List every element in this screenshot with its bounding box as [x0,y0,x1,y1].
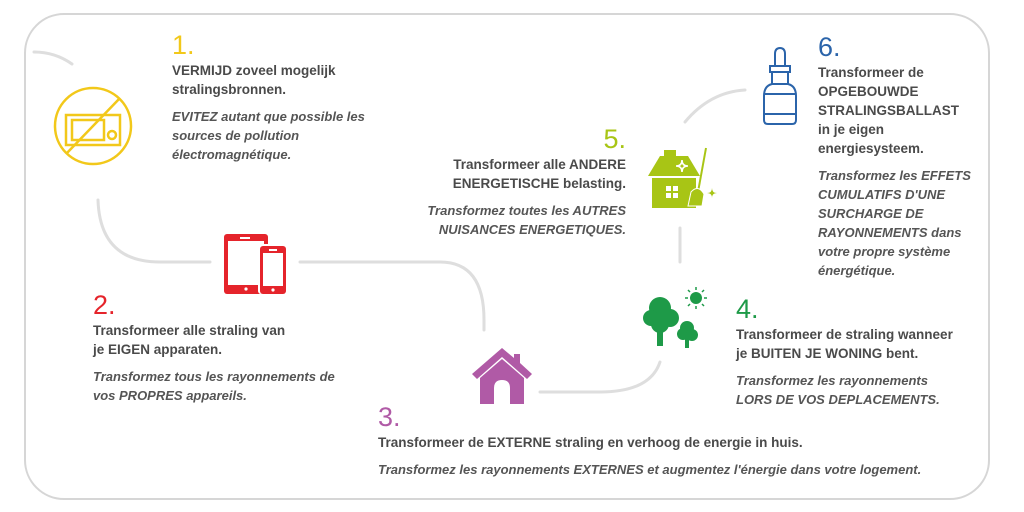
step-4-dutch: Transformeer de straling wanneer je BUIT… [736,327,953,361]
step-1-french: EVITEZ autant que possible les sources d… [172,109,365,162]
step-1-dutch: VERMIJD zoveel mogelijk stralingsbronnen… [172,63,336,97]
step-6-french: Transformez les EFFETS CUMULATIFS D'UNE … [818,168,971,278]
step-6-number: 6. [818,32,841,62]
house-icon [472,348,532,404]
step-5-dutch: Transformeer alle ANDERE ENERGETISCHE be… [452,157,626,191]
step-4-french: Transformez les rayonnements LORS DE VOS… [736,373,940,407]
tablet-phone-icon [224,234,286,294]
step-5-french: Transformez toutes les AUTRES NUISANCES … [427,203,626,237]
step-2-number: 2. [93,290,116,320]
step-3: 3. Transformeer de EXTERNE straling en v… [378,404,958,479]
step-1: 1. VERMIJD zoveel mogelijk stralingsbron… [172,32,402,164]
step-2-dutch: Transformeer alle straling van je EIGEN … [93,323,286,357]
step-5: 5. Transformeer alle ANDERE ENERGETISCHE… [400,126,626,239]
step-3-number: 3. [378,402,401,432]
step-3-french: Transformez les rayonnements EXTERNES et… [378,462,922,477]
step-4-number: 4. [736,294,759,324]
step-1-number: 1. [172,30,195,60]
step-6-dutch: Transformeer de OPGEBOUWDE STRALINGSBALL… [818,65,959,156]
house-broom-icon [648,147,717,208]
step-3-dutch: Transformeer de EXTERNE straling en verh… [378,435,803,450]
step-6: 6. Transformeer de OPGEBOUWDE STRALINGSB… [818,34,988,280]
step-2: 2. Transformeer alle straling van je EIG… [93,292,373,405]
step-2-french: Transformez tous les rayonnements de vos… [93,369,335,403]
diagram-frame [24,13,990,500]
no-microwave-icon [53,86,133,166]
trees-sun-icon [643,287,707,348]
step-5-number: 5. [603,124,626,154]
step-4: 4. Transformeer de straling wanneer je B… [736,296,986,409]
dropper-bottle-icon [763,46,797,125]
